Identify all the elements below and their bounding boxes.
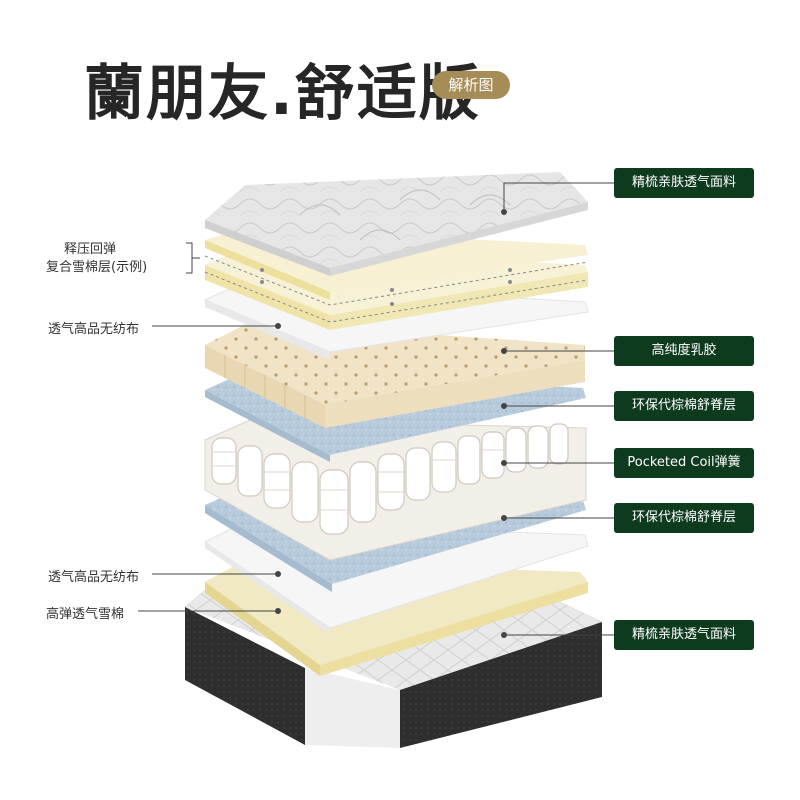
label-nonwoven-upper: 透气高品无纺布 [48, 322, 140, 337]
label-palm-lower: 环保代棕棉舒脊层 [614, 503, 754, 533]
label-composite-foam-line1: 释压回弹 [64, 242, 117, 257]
label-palm-upper: 环保代棕棉舒脊层 [614, 391, 754, 421]
label-pocketed-coil: Pocketed Coil弹簧 [614, 448, 754, 478]
label-high-elastic-foam: 高弹透气雪棉 [46, 607, 125, 622]
left-leader-lines [138, 242, 278, 612]
label-nonwoven-lower: 透气高品无纺布 [48, 570, 140, 585]
label-composite-foam-line2: 复合雪棉层(示例) [46, 260, 148, 275]
label-bottom-fabric: 精梳亲肤透气面料 [614, 620, 754, 650]
leader-dots [275, 209, 507, 638]
layer-top-fabric [205, 172, 588, 276]
layer-pocketed-coil [204, 419, 587, 561]
diagram-badge: 解析图 [432, 71, 510, 99]
label-top-fabric: 精梳亲肤透气面料 [614, 168, 754, 198]
label-latex: 高纯度乳胶 [614, 336, 754, 366]
page-title: 蘭朋友.舒适版 [84, 59, 481, 129]
right-leader-lines [503, 182, 614, 636]
